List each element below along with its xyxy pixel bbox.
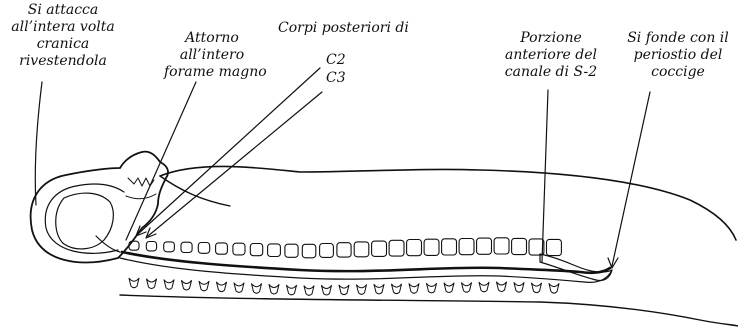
label-line: Attorno	[164, 30, 260, 47]
vertebral-body	[494, 238, 509, 254]
label-line: Porzione	[496, 30, 606, 47]
spinous-process	[182, 281, 192, 291]
label-forame-magno: Attorno all’intero forame magno	[164, 30, 260, 81]
spinous-process	[129, 278, 139, 288]
vertebral-body	[372, 241, 387, 256]
spinous-process	[164, 280, 174, 290]
spinous-process-row	[129, 278, 559, 295]
label-line: Si fonde con il	[622, 30, 734, 47]
vertebral-body	[268, 244, 281, 257]
spinous-process	[147, 279, 157, 289]
spinous-process	[549, 284, 559, 294]
vertebral-body	[442, 239, 457, 255]
label-line: forame magno	[164, 64, 260, 81]
label-line: periostio del	[622, 47, 734, 64]
label-line: canale di S-2	[496, 64, 606, 81]
vertebral-body	[146, 242, 156, 251]
spinous-process	[234, 283, 244, 293]
spinous-process	[357, 285, 367, 295]
vertebral-body	[354, 242, 369, 257]
spinous-process	[514, 283, 524, 293]
inner-skull	[45, 184, 124, 253]
spinous-process	[427, 283, 437, 293]
vertebral-body	[233, 243, 245, 255]
spinous-process	[304, 286, 314, 296]
head-figure	[31, 152, 168, 263]
vertebral-body	[285, 244, 298, 257]
label-line: coccige	[622, 64, 734, 81]
shoulder-line	[160, 176, 230, 206]
label-corpi-posteriori: Corpi posteriori di	[278, 20, 409, 37]
label-line: C3	[326, 70, 346, 87]
vertebral-body	[198, 243, 209, 254]
spinous-process	[392, 284, 402, 294]
spinous-process	[252, 284, 262, 294]
spinous-process	[409, 284, 419, 294]
vertebral-body	[181, 242, 192, 252]
body-outline	[160, 166, 736, 240]
leader-line-c3	[148, 92, 322, 236]
spinous-process	[269, 285, 279, 295]
leader-line-canale-s2	[542, 90, 548, 262]
vertebral-body	[164, 242, 175, 252]
spinous-process	[199, 281, 209, 291]
vertebral-body	[424, 239, 439, 255]
label-c3: C3	[326, 70, 346, 87]
spinous-process	[444, 283, 454, 293]
vertebral-body	[529, 239, 544, 255]
spinous-process	[339, 285, 349, 295]
vertebral-body	[389, 240, 404, 256]
label-volta-cranica: Si attacca all’intera volta cranica rive…	[4, 2, 122, 70]
label-line: cranica	[4, 36, 122, 53]
vertebral-body	[337, 243, 351, 257]
vertebral-body	[547, 239, 562, 255]
spinous-process	[479, 282, 489, 292]
label-line: rivestendola	[4, 53, 122, 70]
vertebral-body	[407, 240, 422, 256]
vertebral-body	[320, 244, 334, 258]
spinous-process	[462, 283, 472, 293]
label-line: all’intera volta	[4, 19, 122, 36]
label-canale-s2: Porzione anteriore del canale di S-2	[496, 30, 606, 81]
leader-line-coccige	[612, 92, 650, 266]
spinous-process	[532, 283, 542, 293]
spinous-process	[322, 286, 332, 296]
vertebral-body	[512, 238, 527, 254]
label-c2: C2	[326, 52, 346, 69]
vertebral-body	[459, 239, 474, 255]
label-heading: Corpi posteriori di	[278, 20, 409, 37]
spinous-process	[497, 282, 507, 292]
spinous-process	[287, 285, 297, 295]
vertebral-body	[477, 238, 492, 254]
spinous-process	[374, 284, 384, 294]
vertebral-body	[302, 244, 316, 257]
sacrum-coccyx	[540, 254, 612, 281]
vertebral-body	[250, 244, 262, 256]
label-line: Si attacca	[4, 2, 122, 19]
leader-line-volta-cranica	[35, 82, 42, 205]
lower-body-outline	[120, 295, 738, 326]
label-line: C2	[326, 52, 346, 69]
label-coccige: Si fonde con il periostio del coccige	[622, 30, 734, 81]
label-line: all’intero	[164, 47, 260, 64]
spinous-process	[217, 282, 227, 292]
label-line: anteriore del	[496, 47, 606, 64]
brain-outline	[56, 193, 114, 249]
skull-outline	[31, 152, 168, 263]
jaw	[126, 194, 156, 199]
leader-line-forame-magno	[126, 82, 196, 240]
vertebral-body	[216, 243, 228, 254]
vertebrae-row	[129, 238, 612, 281]
